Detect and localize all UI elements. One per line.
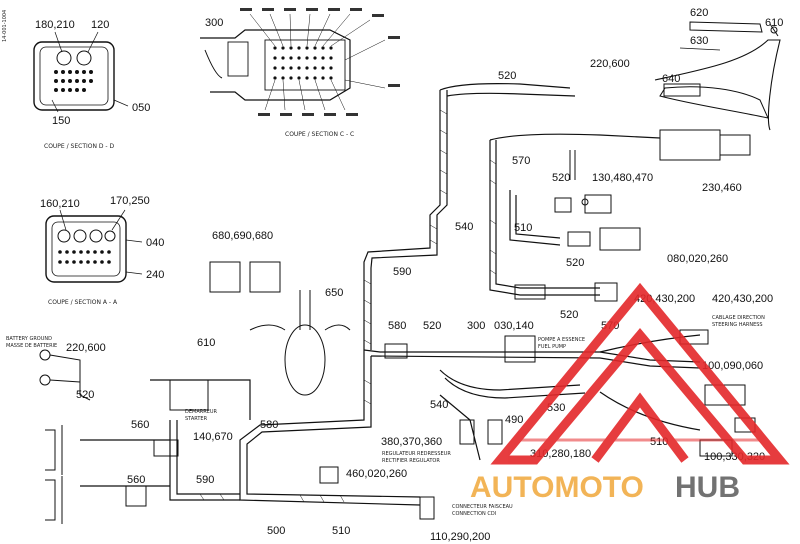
caption-connection-fr: CONNECTEUR FAISCEAU xyxy=(452,504,513,510)
callout-380-370-360: 380,370,360 xyxy=(381,436,442,448)
callout-650: 650 xyxy=(325,287,343,299)
callout-680-690-680: 680,690,680 xyxy=(212,230,273,242)
callout-230-460: 230,460 xyxy=(702,182,742,194)
caption-starter-fr: DEMARREUR xyxy=(185,409,218,415)
callout-510-b: 510 xyxy=(332,525,350,537)
callout-540-mid: 540 xyxy=(455,221,473,233)
callout-570-top: 570 xyxy=(512,155,530,167)
callout-080-020-260: 080,020,260 xyxy=(667,253,728,265)
caption-battery-ground-fr: MASSE DE BATTERIE xyxy=(6,343,57,349)
callout-150: 150 xyxy=(52,115,70,127)
callout-300: 300 xyxy=(205,17,223,29)
callout-100-090-060: 100,090,060 xyxy=(702,360,763,372)
caption-fuel-pump-en: FUEL PUMP xyxy=(538,344,566,350)
callout-140-670: 140,670 xyxy=(193,431,233,443)
watermark-brand-b: HUB xyxy=(675,471,740,504)
callout-460-020-260: 460,020,260 xyxy=(346,468,407,480)
callout-520-d: 520 xyxy=(423,320,441,332)
harness-hatching xyxy=(199,109,497,503)
callout-520-b: 520 xyxy=(566,257,584,269)
callout-170-250: 170,250 xyxy=(110,195,150,207)
callout-510-mid: 510 xyxy=(514,222,532,234)
callout-220-600-left: 220,600 xyxy=(66,342,106,354)
callout-580-b: 580 xyxy=(260,419,278,431)
callout-420-430-200-b: 420,430,200 xyxy=(712,293,773,305)
callout-520-mid: 520 xyxy=(552,172,570,184)
callout-560-a: 560 xyxy=(131,419,149,431)
callout-620: 620 xyxy=(690,7,708,19)
callout-040: 040 xyxy=(146,237,164,249)
component-headlight-harness xyxy=(654,21,781,131)
connector-section-c xyxy=(200,8,400,116)
callout-590-b: 590 xyxy=(196,474,214,486)
callout-110-290-200: 110,290,200 xyxy=(430,531,490,543)
callout-220-600-top: 220,600 xyxy=(590,58,630,70)
callout-520-left: 520 xyxy=(76,389,94,401)
components xyxy=(39,129,756,524)
callout-580: 580 xyxy=(388,320,406,332)
caption-section-a: COUPE / SECTION A - A xyxy=(48,299,118,306)
callout-530: 530 xyxy=(547,402,565,414)
connector-section-d xyxy=(33,31,129,113)
callout-300-b: 300 xyxy=(467,320,485,332)
callout-030-140: 030,140 xyxy=(494,320,534,332)
callout-590: 590 xyxy=(393,266,411,278)
callout-540-b: 540 xyxy=(430,399,448,411)
callout-520-c: 520 xyxy=(560,309,578,321)
watermark-brand-a: AUTOMOTO xyxy=(470,471,644,504)
callout-500: 500 xyxy=(267,525,285,537)
caption-steering-en: STEERING HARNESS xyxy=(712,322,763,328)
connector-section-a xyxy=(45,209,143,283)
callout-490: 490 xyxy=(505,414,523,426)
callout-560-b: 560 xyxy=(127,474,145,486)
callout-640: 640 xyxy=(662,73,680,85)
callout-050: 050 xyxy=(132,102,150,114)
caption-starter-en: STARTER xyxy=(185,416,208,422)
caption-fuel-pump-fr: POMPE A ESSENCE xyxy=(538,337,585,343)
callout-120: 120 xyxy=(91,19,109,31)
callout-520-top: 520 xyxy=(498,70,516,82)
callout-610-left: 610 xyxy=(197,337,215,349)
caption-section-d: COUPE / SECTION D - D xyxy=(44,143,114,150)
watermark-logo xyxy=(490,282,790,465)
caption-connection-en: CONNECTION CDI xyxy=(452,511,496,517)
callout-130-480-470: 130,480,470 xyxy=(592,172,653,184)
caption-battery-ground-en: BATTERY GROUND xyxy=(6,336,52,342)
callout-240: 240 xyxy=(146,269,164,281)
doc-code: 14-001-1004 xyxy=(2,10,8,42)
callout-180-210: 180,210 xyxy=(35,19,75,31)
caption-regulator-en: RECTIFIER REGULATOR xyxy=(382,458,440,464)
callout-630: 630 xyxy=(690,35,708,47)
callout-160-210: 160,210 xyxy=(40,198,80,210)
caption-regulator-fr: REGULATEUR REDRESSEUR xyxy=(382,451,451,457)
caption-section-c: COUPE / SECTION C - C xyxy=(285,131,354,138)
callout-610: 610 xyxy=(765,17,783,29)
caption-steering-fr: CABLAGE DIRECTION xyxy=(712,315,765,321)
